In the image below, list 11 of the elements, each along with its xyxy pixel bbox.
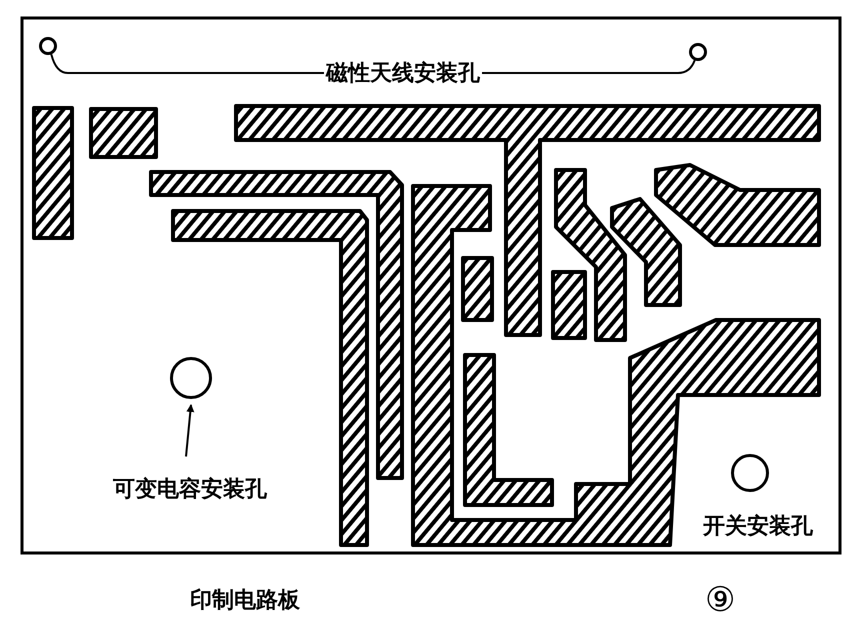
hole-label: 开关安装孔 (703, 514, 813, 540)
mounting-hole (170, 357, 212, 399)
leader-line (482, 60, 696, 74)
arrow (185, 404, 194, 457)
mounting-hole (39, 37, 57, 55)
leader-line (50, 54, 324, 74)
mounting-hole (689, 43, 707, 61)
hole-label: 磁性天线安装孔 (326, 60, 480, 86)
caption: 印制电路板 (190, 588, 300, 614)
mounting-hole (731, 454, 769, 492)
hole-label: 可变电容安装孔 (113, 476, 267, 502)
